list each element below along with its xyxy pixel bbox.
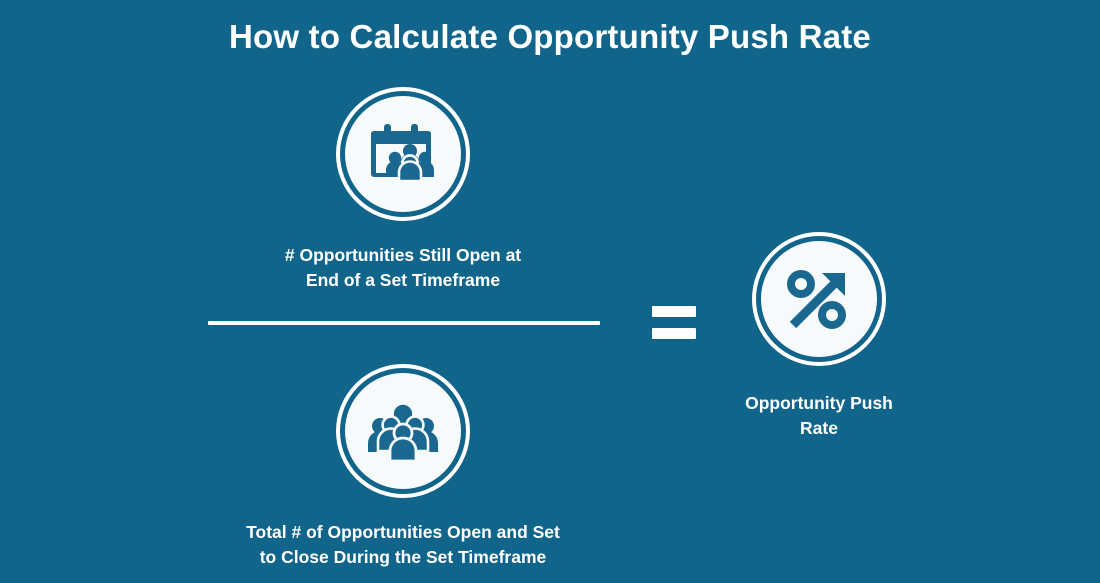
- calendar-people-icon: [366, 117, 440, 191]
- numerator-label: # Opportunities Still Open at End of a S…: [178, 243, 628, 293]
- equals-bar-top: [652, 306, 696, 317]
- percent-arrow-up-icon: [785, 265, 853, 333]
- numerator-label-line1: # Opportunities Still Open at: [284, 245, 522, 265]
- page-title: How to Calculate Opportunity Push Rate: [229, 18, 871, 55]
- denominator-label-line1: Total # of Opportunities Open and Set: [246, 522, 560, 542]
- denominator-icon-disc: [345, 373, 461, 489]
- numerator-icon-badge: [336, 87, 470, 221]
- result-label-line2: Rate: [800, 418, 838, 438]
- denominator-label-line2: to Close During the Set Timeframe: [259, 547, 547, 567]
- people-group-icon: [367, 400, 439, 462]
- denominator-icon-badge: [336, 364, 470, 498]
- fraction-divider-bar: [208, 321, 600, 325]
- result-icon-disc: [761, 241, 877, 357]
- result-label-line1: Opportunity Push: [745, 393, 893, 413]
- equals-sign: [652, 306, 696, 344]
- result-icon-badge: [752, 232, 886, 366]
- result-label: Opportunity Push Rate: [694, 391, 944, 441]
- equals-bar-bottom: [652, 328, 696, 339]
- numerator-label-line2: End of a Set Timeframe: [305, 270, 501, 290]
- denominator-label: Total # of Opportunities Open and Set to…: [158, 520, 648, 570]
- numerator-icon-disc: [345, 96, 461, 212]
